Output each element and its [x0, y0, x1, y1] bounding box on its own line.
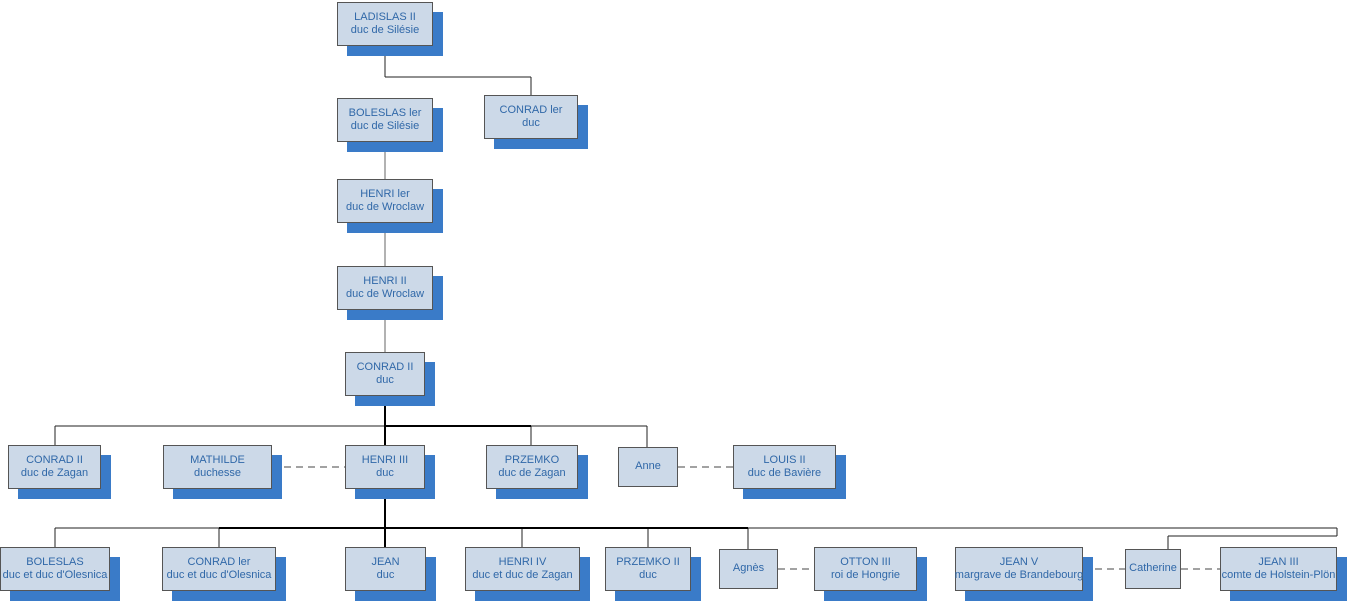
node-name: OTTON III [840, 555, 891, 568]
node-name: HENRI ler [360, 187, 410, 200]
node-title: duc [522, 117, 540, 129]
node-name: BOLESLAS [26, 555, 84, 568]
node-catherine[interactable]: Catherine [1125, 549, 1181, 589]
node-name: PRZEMKO II [616, 555, 680, 568]
node-agnes[interactable]: Agnès [719, 549, 778, 589]
node-title: duc de Zagan [498, 467, 566, 479]
node-name: JEAN V [999, 555, 1039, 568]
node-title: duc [639, 569, 657, 581]
node-title: duc de Wroclaw [345, 288, 425, 300]
node-name: BOLESLAS ler [348, 106, 422, 119]
node-title: duc de Silésie [350, 24, 420, 36]
node-name: PRZEMKO [504, 453, 560, 466]
node-title: duchesse [193, 467, 242, 479]
node-name: LADISLAS II [354, 10, 416, 23]
node-title: duc de Wroclaw [345, 201, 425, 213]
node-title: duc et duc de Zagan [472, 569, 573, 581]
node-title: duc de Silésie [350, 120, 420, 132]
node-title: duc et duc d'Olesnica [2, 569, 108, 581]
node-name: CONRAD II [356, 360, 414, 373]
node-name: MATHILDE [190, 453, 245, 466]
node-name: CONRAD ler [499, 103, 563, 116]
node-title: duc [376, 569, 395, 581]
node-name: Catherine [1129, 562, 1177, 575]
node-name: JEAN III [1258, 555, 1299, 568]
node-name: JEAN [371, 555, 400, 568]
node-name: HENRI II [363, 274, 407, 287]
node-anne[interactable]: Anne [618, 447, 678, 487]
node-title: duc [376, 467, 394, 479]
node-name: CONRAD ler [187, 555, 251, 568]
node-title: comte de Holstein-Plön [1221, 569, 1336, 581]
node-name: CONRAD II [26, 453, 83, 466]
node-title: duc de Bavière [747, 467, 822, 479]
node-name: HENRI III [361, 453, 409, 466]
node-title: duc [376, 374, 394, 386]
node-title: roi de Hongrie [830, 569, 901, 581]
node-name: Agnès [732, 562, 765, 575]
node-name: Anne [635, 460, 661, 473]
node-title: duc de Zagan [20, 467, 89, 479]
node-title: margrave de Brandebourg [954, 569, 1084, 581]
node-title: duc et duc d'Olesnica [166, 569, 272, 581]
node-name: LOUIS II [763, 453, 806, 466]
node-name: HENRI IV [498, 555, 547, 568]
